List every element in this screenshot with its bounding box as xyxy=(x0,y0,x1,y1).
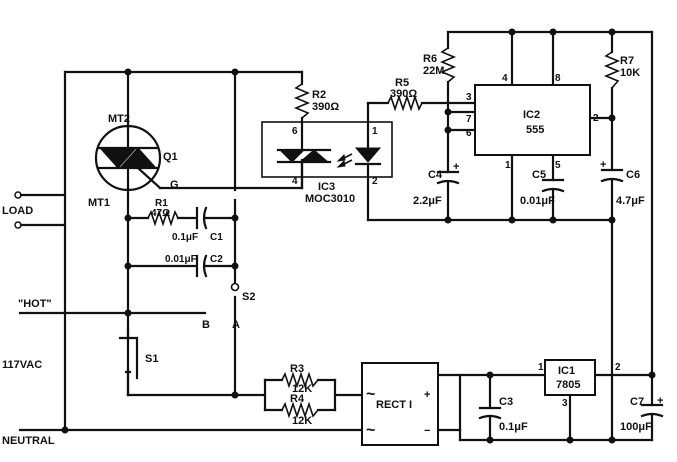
c4-plus: + xyxy=(453,161,459,173)
c6-capacitor xyxy=(600,168,624,183)
r5-label: R5 xyxy=(395,77,409,89)
q1-label: Q1 xyxy=(163,151,178,163)
ic1-pin2: 2 xyxy=(615,362,621,373)
mt2-label: MT2 xyxy=(108,113,130,125)
load-terminals xyxy=(14,191,67,229)
r3-label: R3 xyxy=(290,363,304,375)
r6-value: 22M xyxy=(423,65,444,77)
triac-q1 xyxy=(94,124,162,192)
r7-value: 10K xyxy=(620,67,640,79)
c7-plus: + xyxy=(657,395,663,407)
c6-label: C6 xyxy=(626,169,640,181)
r5-value: 390Ω xyxy=(390,88,417,100)
r4-label: R4 xyxy=(290,393,305,405)
ic2-pin2: 2 xyxy=(593,113,599,124)
ic2-pin5: 5 xyxy=(555,160,561,171)
capacitors xyxy=(195,168,664,420)
switch-s2 xyxy=(230,282,240,292)
hot-label: "HOT" xyxy=(18,298,52,310)
ic2-pin4: 4 xyxy=(502,73,508,84)
c1-value: 0.1μF xyxy=(172,232,198,243)
rect-ac-in-bottom: ~ xyxy=(366,422,375,439)
s1-label: S1 xyxy=(145,353,158,365)
rect-ac-in-top: ~ xyxy=(366,386,375,403)
c4-value: 2.2μF xyxy=(413,195,442,207)
r1-label: R1 xyxy=(155,198,168,209)
c2-value: 0.01μF xyxy=(165,254,197,265)
r2-value: 390Ω xyxy=(312,101,339,113)
c3-capacitor xyxy=(478,406,502,420)
r4-value: 12K xyxy=(292,415,312,427)
timer-ic2 xyxy=(474,84,591,156)
text-labels: LOAD "HOT" 117VAC NEUTRAL MT2 MT1 Q1 G R… xyxy=(2,53,663,447)
load-label: LOAD xyxy=(2,205,33,217)
c1-capacitor xyxy=(195,206,208,230)
rect-minus: − xyxy=(424,425,430,437)
c6-value: 4.7μF xyxy=(616,195,645,207)
r2-resistor xyxy=(293,83,311,119)
c2-label: C2 xyxy=(210,254,223,265)
c5-value: 0.01μF xyxy=(520,195,555,207)
r5-resistor xyxy=(387,94,423,112)
switch-s1 xyxy=(118,336,139,380)
ic2-pin6: 6 xyxy=(466,128,472,139)
r3-value: 12K xyxy=(292,383,312,395)
rect-plus: + xyxy=(424,389,430,401)
c5-label: C5 xyxy=(532,169,546,181)
r6-resistor xyxy=(439,47,457,83)
r7-label: R7 xyxy=(620,55,634,67)
opto-pin2: 2 xyxy=(372,176,378,187)
ic1-pin3: 3 xyxy=(562,398,568,409)
rect-label: RECT I xyxy=(376,399,412,411)
opto-pin4: 4 xyxy=(292,176,298,187)
opto-pin6: 6 xyxy=(292,126,298,137)
c3-value: 0.1μF xyxy=(499,421,528,433)
neutral-label: NEUTRAL xyxy=(2,435,55,447)
c6-plus: + xyxy=(600,159,606,171)
ic2-label: IC2 xyxy=(523,109,540,121)
opto-pin1: 1 xyxy=(372,126,378,137)
regulator-ic1 xyxy=(544,359,596,396)
c2-capacitor xyxy=(195,254,208,278)
ic1-part: 7805 xyxy=(556,379,580,391)
c1-label: C1 xyxy=(210,232,223,243)
ic2-pin7: 7 xyxy=(466,114,472,125)
ic3-part: MOC3010 xyxy=(305,193,355,205)
gate-label: G xyxy=(170,179,179,191)
r1-resistor xyxy=(147,209,179,227)
wires xyxy=(18,30,654,442)
ic1-pin1: 1 xyxy=(538,362,544,373)
r6-label: R6 xyxy=(423,53,437,65)
ic1-label: IC1 xyxy=(558,365,575,377)
c7-capacitor xyxy=(640,403,664,418)
resistors xyxy=(147,47,621,419)
r4-resistor xyxy=(281,401,319,419)
c7-value: 100μF xyxy=(620,421,652,433)
r7-resistor xyxy=(603,51,621,89)
ic2-part: 555 xyxy=(526,124,544,136)
r1-value: 47Ω xyxy=(151,208,170,219)
c3-label: C3 xyxy=(499,396,513,408)
optocoupler-ic3 xyxy=(261,121,393,190)
rectifier-rect1 xyxy=(361,362,439,446)
s2-label: S2 xyxy=(242,291,255,303)
vac-label: 117VAC xyxy=(2,359,42,371)
ic2-pin1: 1 xyxy=(505,160,511,171)
mt1-label: MT1 xyxy=(88,197,110,209)
junction-dots xyxy=(61,28,656,444)
r2-label: R2 xyxy=(312,89,326,101)
ic2-pin8: 8 xyxy=(555,73,561,84)
c4-label: C4 xyxy=(428,169,443,181)
c7-label: C7 xyxy=(630,396,644,408)
c5-capacitor xyxy=(541,178,565,193)
ic3-label: IC3 xyxy=(318,181,335,193)
c4-capacitor xyxy=(436,170,460,185)
r3-resistor xyxy=(281,371,319,389)
a-label: A xyxy=(232,319,240,331)
ic2-pin3: 3 xyxy=(466,92,472,103)
b-label: B xyxy=(202,319,210,331)
